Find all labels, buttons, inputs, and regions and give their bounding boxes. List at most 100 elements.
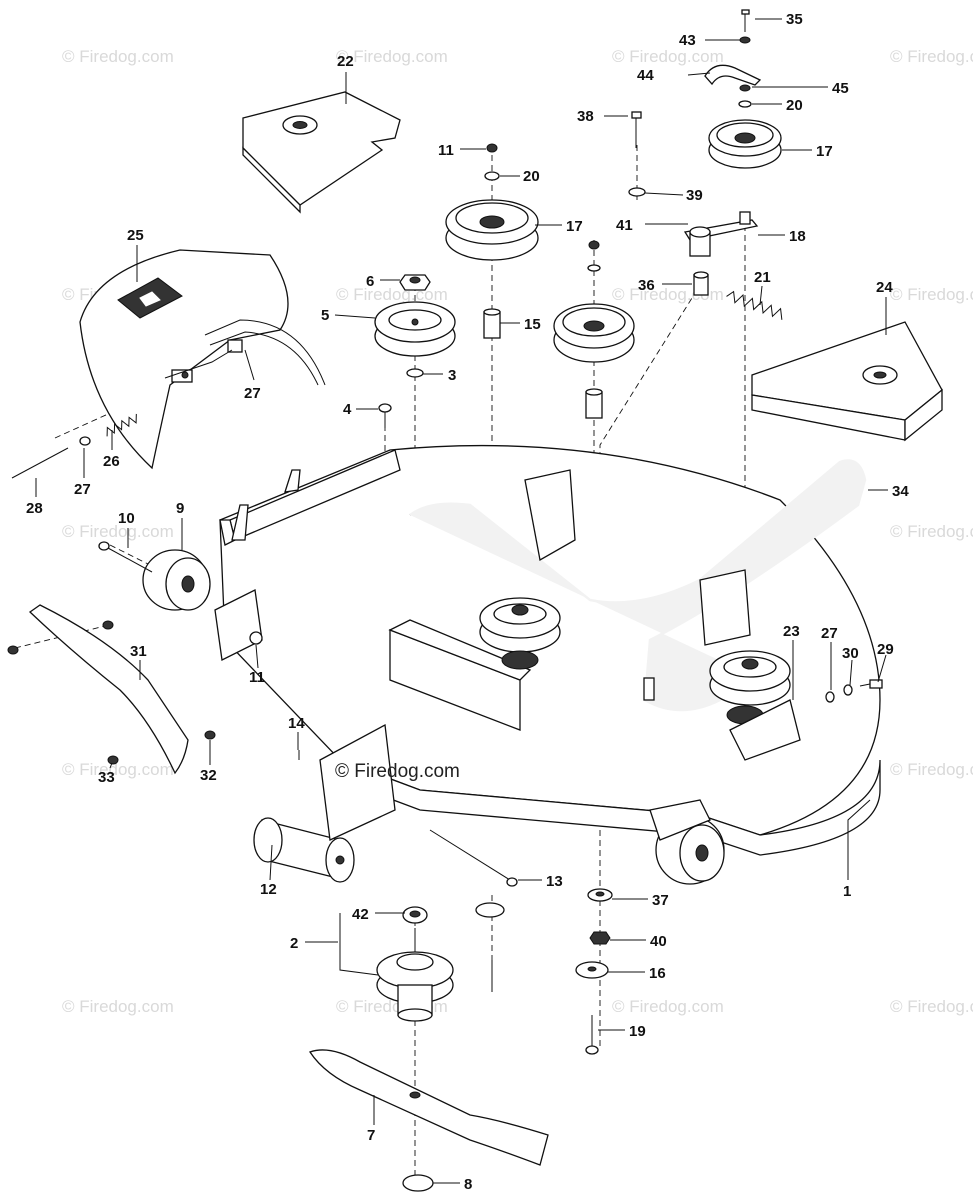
side-deflector-31	[7, 604, 216, 775]
callout-41: 41	[616, 217, 633, 234]
callout-20: 20	[786, 97, 803, 114]
callout-39: 39	[686, 187, 703, 204]
idler-pulley-17b	[445, 199, 539, 261]
washer-20b	[484, 171, 500, 181]
nut-6	[399, 274, 431, 291]
washer-20	[738, 100, 752, 108]
deflector-guard-25	[79, 249, 326, 470]
wheel-bracket-11	[214, 589, 263, 661]
callout-38: 38	[577, 108, 594, 125]
callout-17: 17	[566, 218, 583, 235]
callout-36: 36	[638, 277, 655, 294]
washer-27	[79, 436, 91, 446]
spacer-15	[483, 308, 501, 339]
watermark-text: © Firedog.com	[62, 47, 174, 66]
washer-45	[739, 84, 751, 92]
callout-5: 5	[321, 307, 329, 324]
bolt-10	[98, 541, 153, 573]
watermark-text: © Firedog.com	[890, 522, 973, 541]
pin-38	[631, 111, 642, 148]
front-wheel	[649, 799, 725, 885]
watermark-text: © Firedog.com	[890, 285, 973, 304]
watermark-text: © Firedog.com	[890, 997, 973, 1016]
callout-2: 2	[290, 935, 298, 952]
spring-21	[726, 290, 783, 320]
callout-32: 32	[200, 767, 217, 784]
callout-21: 21	[754, 269, 771, 286]
bushing-36	[693, 271, 709, 296]
callout-12: 12	[260, 881, 277, 898]
leader-lines	[35, 18, 888, 1184]
washer-43	[739, 36, 751, 44]
callout-15: 15	[524, 316, 541, 333]
callout-17: 17	[816, 143, 833, 160]
callout-4: 4	[343, 401, 352, 418]
callout-20: 20	[523, 168, 540, 185]
bolt-13	[429, 829, 518, 887]
spindle-assembly-2	[376, 928, 454, 1022]
callout-26: 26	[103, 453, 120, 470]
callout-45: 45	[832, 80, 849, 97]
callout-25: 25	[127, 227, 144, 244]
callout-28: 28	[26, 500, 43, 517]
watermark-text: © Firedog.com	[612, 997, 724, 1016]
callout-27: 27	[821, 625, 838, 642]
callout-31: 31	[130, 643, 147, 660]
callout-9: 9	[176, 500, 184, 517]
bolt-35	[741, 9, 750, 32]
callout-22: 22	[337, 53, 354, 70]
bracket-44	[704, 64, 762, 86]
callout-27: 27	[244, 385, 261, 402]
callout-8: 8	[464, 1176, 472, 1193]
callout-40: 40	[650, 933, 667, 950]
watermark-text: © Firedog.com	[890, 760, 973, 779]
callout-11: 11	[438, 142, 454, 159]
callout-37: 37	[652, 892, 669, 909]
callout-42: 42	[352, 906, 369, 923]
callout-16: 16	[649, 965, 666, 982]
bearing-42	[402, 906, 428, 924]
callout-18: 18	[789, 228, 806, 245]
idler-pulley-17	[708, 119, 782, 169]
watermark-text: © Firedog.com	[62, 997, 174, 1016]
watermark-text: © Firedog.com	[62, 760, 174, 779]
blade-bolt-8	[402, 1174, 434, 1192]
mower-deck-1	[219, 444, 881, 856]
spring-26	[106, 413, 137, 437]
callout-35: 35	[786, 11, 803, 28]
callout-44: 44	[637, 67, 654, 84]
cover-plate-24	[751, 321, 943, 442]
anti-scalp-roller-12	[253, 723, 396, 883]
watermark-text: © Firedog.com	[336, 285, 448, 304]
callout-34: 34	[892, 483, 909, 500]
callout-33: 33	[98, 769, 115, 786]
callout-11: 11	[249, 669, 265, 686]
washer-3	[406, 368, 424, 378]
cover-plate-22	[242, 91, 401, 214]
washer-39	[628, 187, 646, 197]
callout-43: 43	[679, 32, 696, 49]
callout-14: 14	[288, 715, 305, 732]
watermark-text: © Firedog.com	[890, 47, 973, 66]
bolt-4	[378, 403, 392, 428]
center-watermark: © Firedog.com	[335, 761, 460, 782]
rod-28	[11, 447, 69, 479]
idler-arm-18	[683, 211, 759, 257]
callout-6: 6	[366, 273, 374, 290]
callout-23: 23	[783, 623, 800, 640]
callout-labels: 35 43 44 45 20 17 38 39 41 18 22 11 20 1…	[26, 11, 909, 1193]
nut-40	[589, 931, 611, 945]
callout-3: 3	[448, 367, 456, 384]
callout-13: 13	[546, 873, 563, 890]
callout-27: 27	[74, 481, 91, 498]
watermark-text: © Firedog.com	[336, 47, 448, 66]
washer-16	[575, 961, 609, 979]
callout-24: 24	[876, 279, 893, 296]
callout-1: 1	[843, 883, 851, 900]
watermark-text: © Firedog.com	[612, 47, 724, 66]
watermark-text: © Firedog.com	[62, 522, 174, 541]
idler-pulley-middle	[553, 240, 635, 419]
callout-7: 7	[367, 1127, 375, 1144]
callout-30: 30	[842, 645, 859, 662]
